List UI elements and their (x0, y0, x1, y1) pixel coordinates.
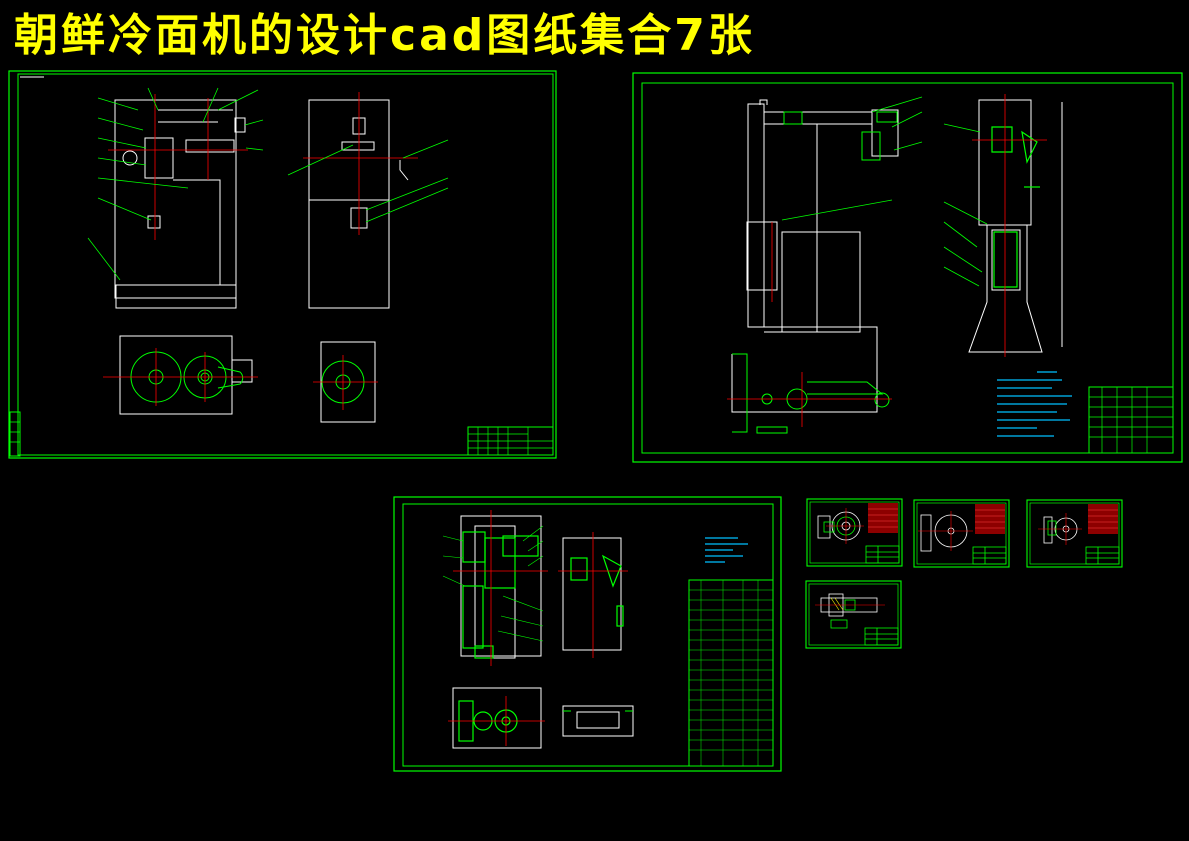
drawing-sheet-2[interactable] (632, 72, 1184, 464)
drawing-sheet-5[interactable] (913, 499, 1011, 569)
drawing-sheet-4[interactable] (806, 498, 904, 568)
drawing-sheet-6[interactable] (1026, 499, 1124, 569)
drawing-sheet-1[interactable] (8, 70, 558, 460)
drawing-sheet-3[interactable] (393, 496, 783, 773)
drawing-sheet-7[interactable] (805, 580, 903, 650)
collection-title: 朝鲜冷面机的设计cad图纸集合7张 (14, 10, 755, 61)
